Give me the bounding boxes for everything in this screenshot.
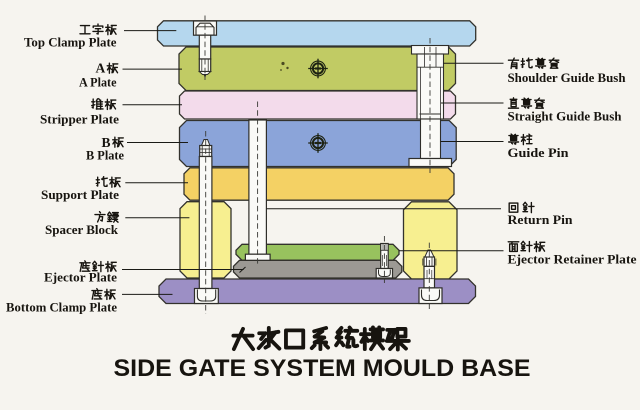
svg-text:SIDE GATE SYSTEM MOULD BASE: SIDE GATE SYSTEM MOULD BASE bbox=[114, 355, 531, 382]
svg-text:Spacer Block: Spacer Block bbox=[45, 222, 119, 237]
svg-text:Ejector Retainer Plate: Ejector Retainer Plate bbox=[508, 251, 637, 266]
svg-text:B: B bbox=[102, 135, 111, 150]
svg-text:A Plate: A Plate bbox=[79, 75, 117, 90]
svg-text:A: A bbox=[96, 61, 106, 76]
svg-text:Straight Guide Bush: Straight Guide Bush bbox=[508, 109, 623, 124]
svg-text:Shoulder Guide Bush: Shoulder Guide Bush bbox=[508, 70, 627, 85]
svg-text:Bottom Clamp Plate: Bottom Clamp Plate bbox=[6, 300, 117, 315]
svg-text:Stripper Plate: Stripper Plate bbox=[40, 112, 119, 127]
svg-text:Guide Pin: Guide Pin bbox=[508, 145, 570, 160]
svg-text:B Plate: B Plate bbox=[86, 148, 124, 163]
svg-text:Return Pin: Return Pin bbox=[508, 212, 574, 227]
svg-text:Ejector Plate: Ejector Plate bbox=[44, 270, 117, 285]
svg-text:Support Plate: Support Plate bbox=[41, 187, 119, 202]
svg-text:Top Clamp Plate: Top Clamp Plate bbox=[24, 35, 117, 50]
